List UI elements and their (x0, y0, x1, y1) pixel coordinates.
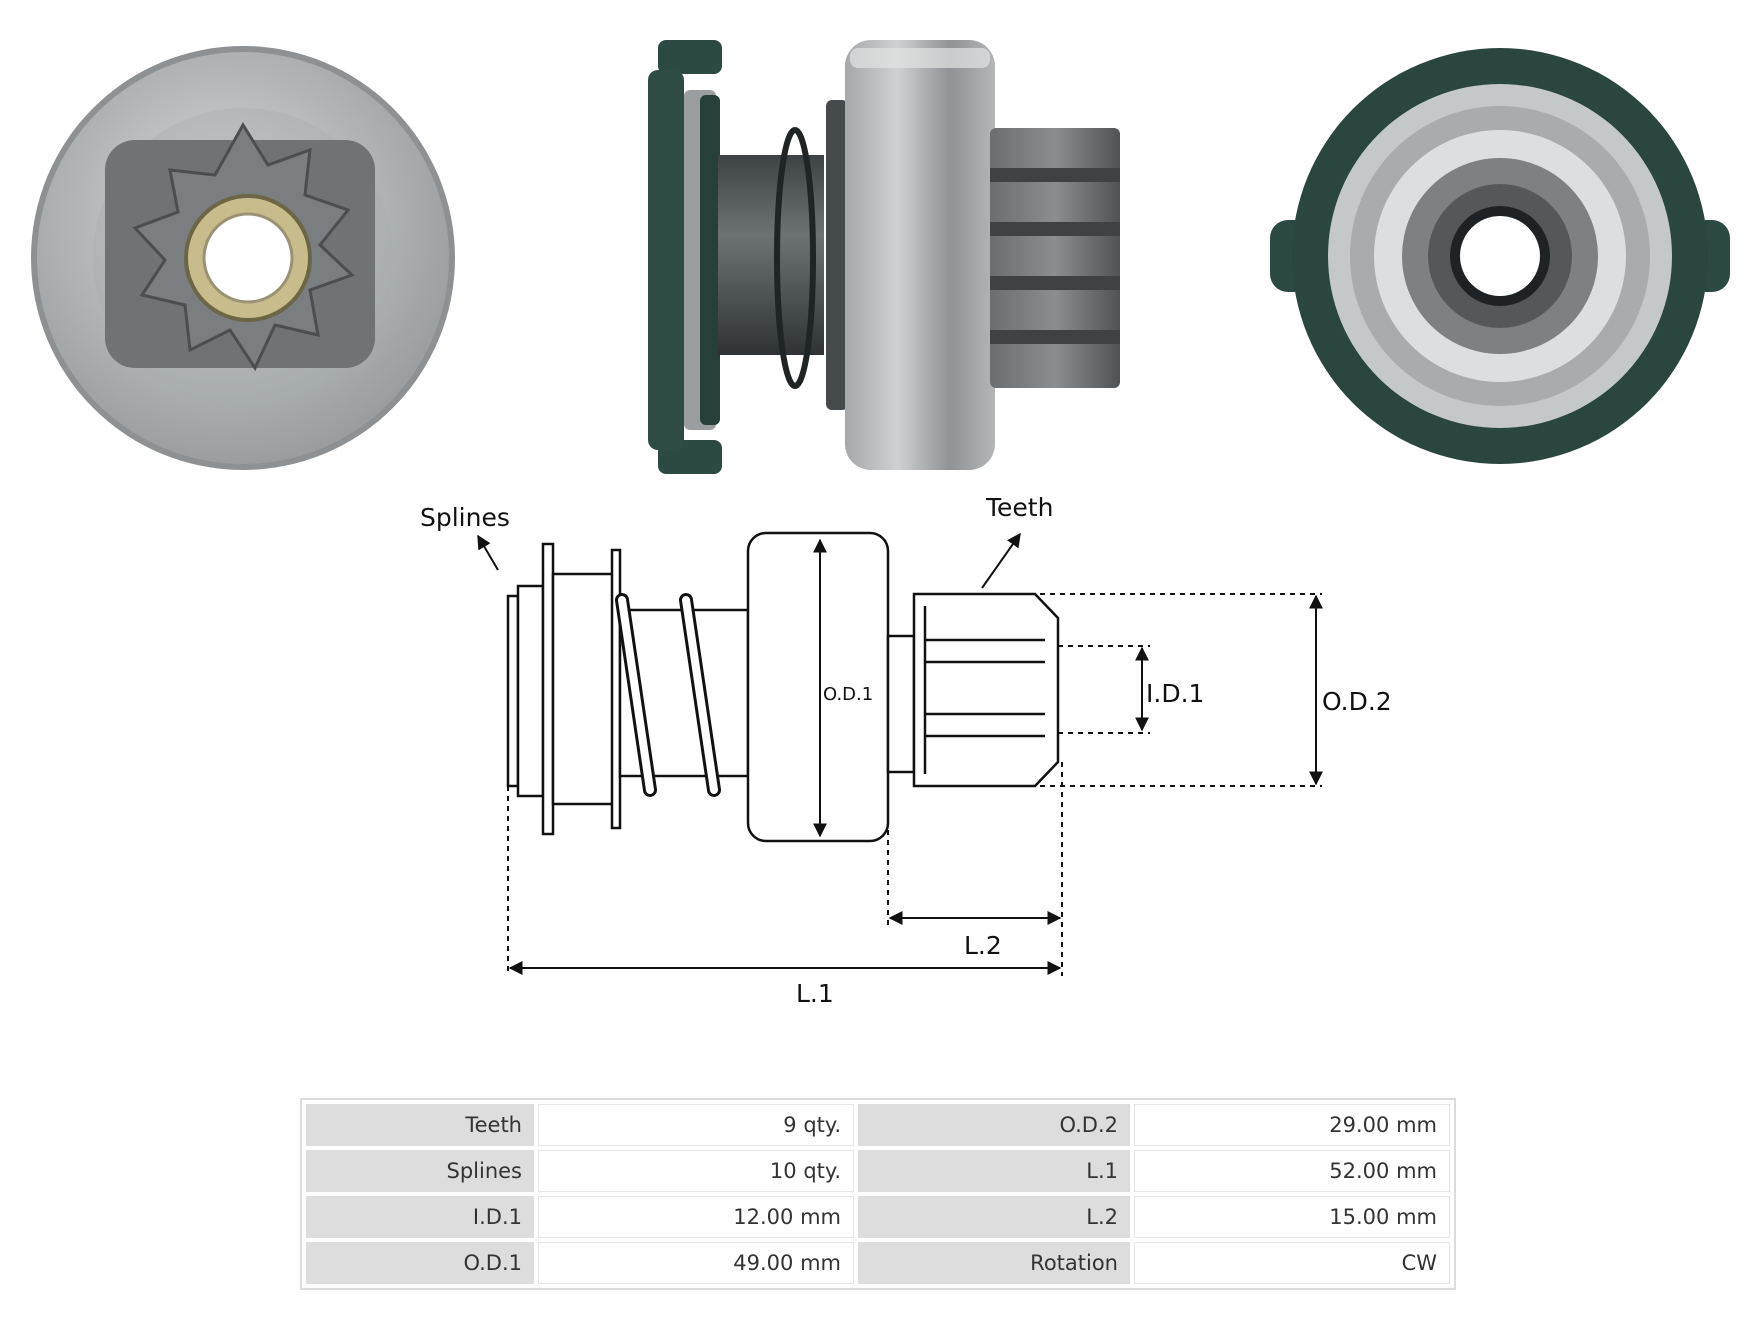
id1-label: I.D.1 (1146, 679, 1204, 708)
spec-value: 49.00 mm (538, 1242, 854, 1284)
splines-label: Splines (420, 503, 510, 532)
table-row: Teeth 9 qty. O.D.2 29.00 mm (306, 1104, 1450, 1146)
spec-key: L.1 (858, 1150, 1130, 1192)
pinion-side-view (648, 40, 1120, 474)
l1-label: L.1 (796, 979, 834, 1008)
teeth-label: Teeth (985, 493, 1053, 522)
od1-label: O.D.1 (823, 684, 873, 705)
spec-table: Teeth 9 qty. O.D.2 29.00 mm Splines 10 q… (300, 1098, 1456, 1290)
spec-value: 9 qty. (538, 1104, 854, 1146)
spec-value: 10 qty. (538, 1150, 854, 1192)
table-row: Splines 10 qty. L.1 52.00 mm (306, 1150, 1450, 1192)
spec-key: O.D.1 (306, 1242, 534, 1284)
spec-key: Rotation (858, 1242, 1130, 1284)
spec-key: L.2 (858, 1196, 1130, 1238)
dimension-drawing: Splines Teeth O.D.1 I.D.1 O.D.2 L.2 L.1 (420, 493, 1392, 1008)
od2-label: O.D.2 (1322, 687, 1392, 716)
spec-value: 29.00 mm (1134, 1104, 1450, 1146)
spec-key: I.D.1 (306, 1196, 534, 1238)
table-row: I.D.1 12.00 mm L.2 15.00 mm (306, 1196, 1450, 1238)
l2-label: L.2 (964, 931, 1002, 960)
spec-key: O.D.2 (858, 1104, 1130, 1146)
pinion-rear-view (1270, 48, 1730, 464)
product-photos (31, 40, 1730, 474)
spec-value: 15.00 mm (1134, 1196, 1450, 1238)
spec-value: 52.00 mm (1134, 1150, 1450, 1192)
pinion-gear-drawing (912, 592, 1060, 788)
spec-value: 12.00 mm (538, 1196, 854, 1238)
spec-value: CW (1134, 1242, 1450, 1284)
spec-key: Teeth (306, 1104, 534, 1146)
pinion-front-view (31, 46, 455, 470)
spec-key: Splines (306, 1150, 534, 1192)
spline-end (506, 594, 520, 788)
table-row: O.D.1 49.00 mm Rotation CW (306, 1242, 1450, 1284)
